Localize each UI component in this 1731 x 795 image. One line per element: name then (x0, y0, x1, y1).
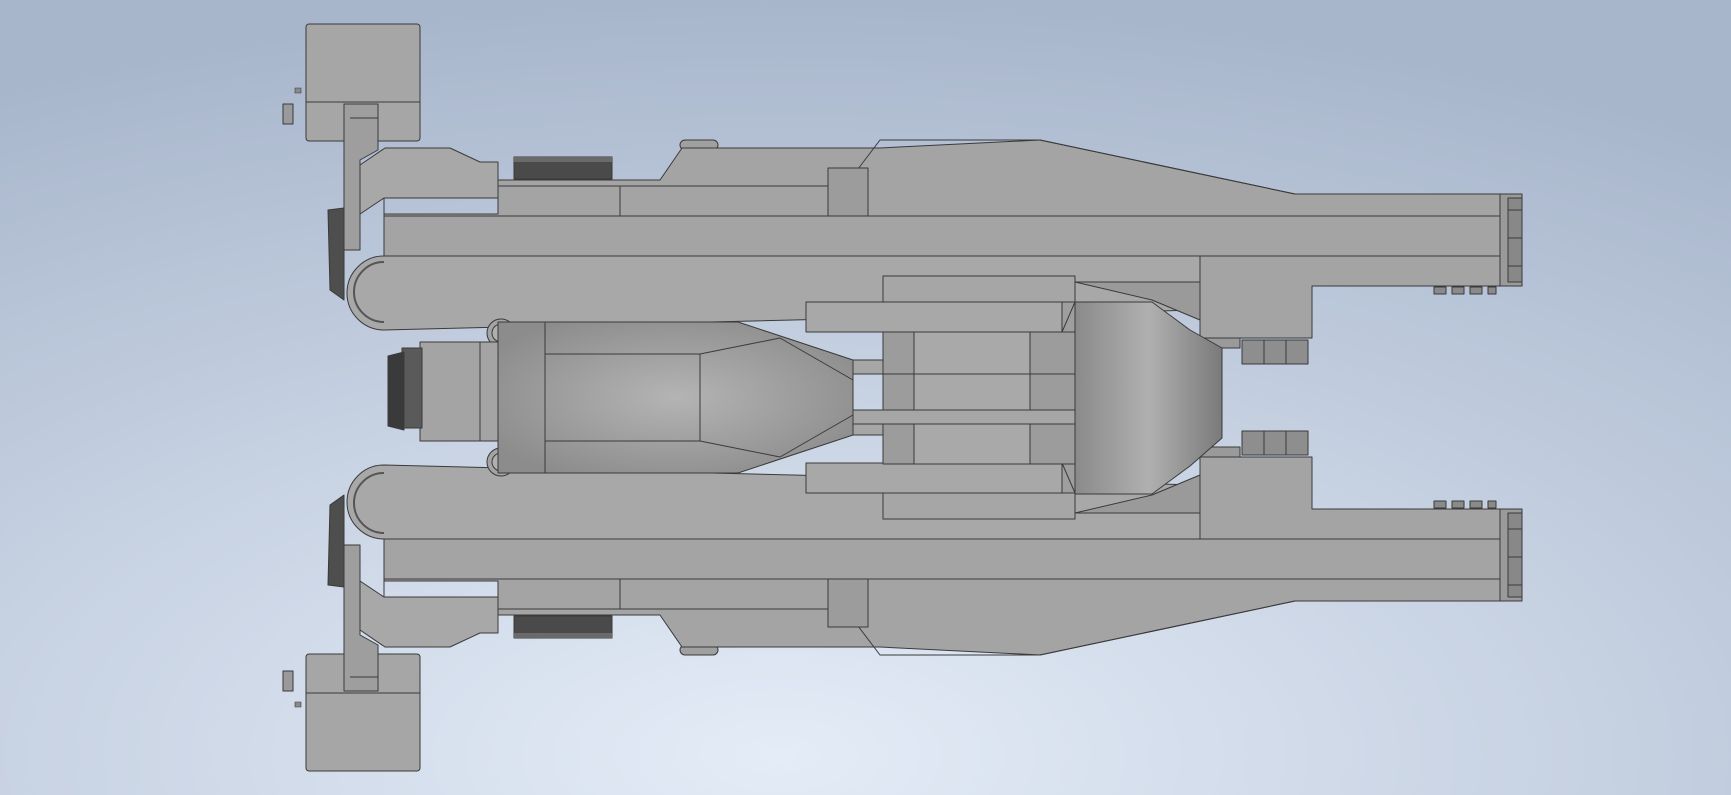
central-body[interactable] (498, 322, 853, 473)
central-pocket (1074, 301, 1223, 495)
upper-end-cap[interactable] (1500, 194, 1523, 286)
upper-half (282, 24, 1523, 375)
upper-dark-mount (327, 207, 345, 301)
upper-motor-block[interactable] (282, 24, 420, 141)
upper-teeth (1433, 286, 1497, 295)
drive-knob[interactable] (387, 342, 498, 441)
central-inner-block[interactable] (852, 331, 1124, 465)
upper-right-bracket[interactable] (1075, 282, 1309, 365)
lower-half (282, 420, 1523, 772)
